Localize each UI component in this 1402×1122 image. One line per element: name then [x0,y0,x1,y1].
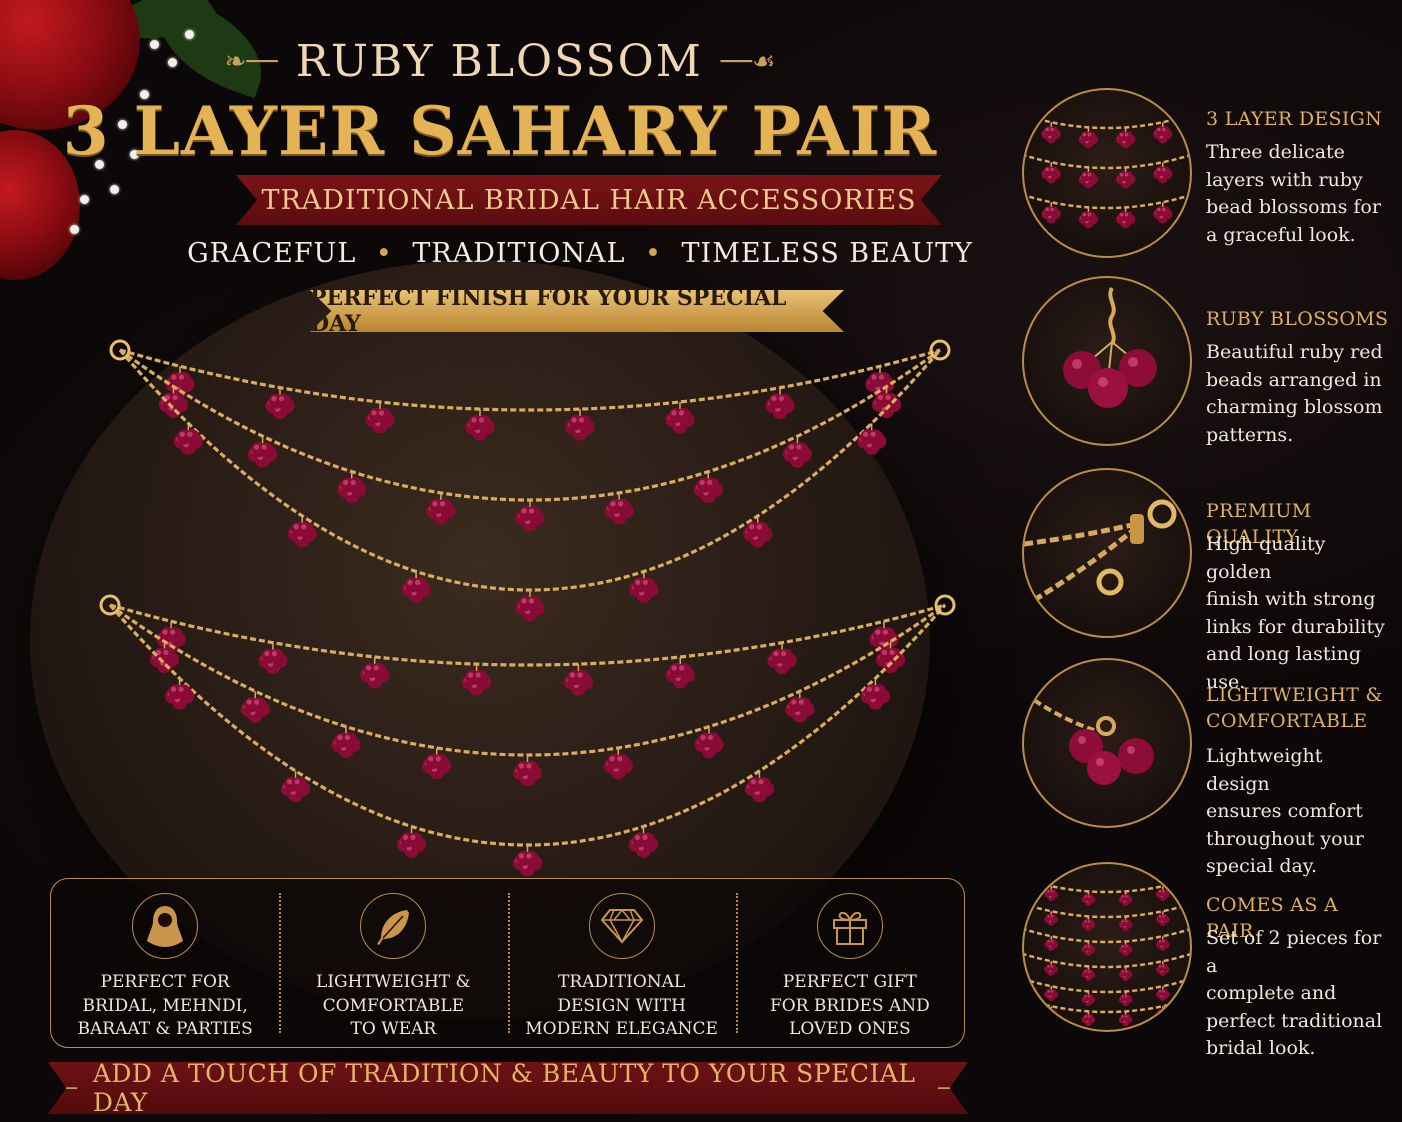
brand-row: ❧── RUBY BLOSSOM ──☙ [0,36,1000,87]
detail-layers-image [1022,88,1192,258]
features-box: PERFECT FOR BRIDAL, MEHNDI, BARAAT & PAR… [50,878,965,1048]
finish-banner: PERFECT FINISH FOR YOUR SPECIAL DAY [310,290,844,332]
feature-lightweight: LIGHTWEIGHT & COMFORTABLE TO WEAR [279,879,507,1047]
side-item-3-layer: 3 LAYER DESIGN Three delicate layers wit… [1022,88,1392,268]
feature-traditional: TRADITIONAL DESIGN WITH MODERN ELEGANCE [507,879,736,1047]
feature-text: PERFECT FOR BRIDAL, MEHNDI, BARAAT & PAR… [77,972,253,1039]
detail-drop-image [1022,658,1192,828]
flourish-right-icon: ──☙ [720,46,776,77]
feature-text: TRADITIONAL DESIGN WITH MODERN ELEGANCE [525,972,718,1039]
brand-name: RUBY BLOSSOM [295,36,703,87]
side-item-pair: COMES AS A PAIR Set of 2 pieces for a co… [1022,862,1392,1059]
gift-icon [816,893,883,959]
side-heading: RUBY BLOSSOMS [1206,308,1389,330]
feature-text: LIGHTWEIGHT & COMFORTABLE TO WEAR [316,972,471,1039]
side-body: Lightweight design ensures comfort throu… [1206,745,1364,877]
qualities-line: GRACEFUL • TRADITIONAL • TIMELESS BEAUTY [0,238,1160,269]
side-item-ruby-blossoms: RUBY BLOSSOMS Beautiful ruby red beads a… [1022,276,1392,456]
side-heading: PREMIUM QUALITY [1206,500,1312,548]
bullet-dot-icon: • [375,238,393,269]
bride-icon [132,893,199,959]
subtitle-banner: TRADITIONAL BRIDAL HAIR ACCESSORIES [236,175,942,225]
quality-timeless: TIMELESS BEAUTY [681,238,973,269]
diamond-icon [588,893,655,959]
feature-gift: PERFECT GIFT FOR BRIDES AND LOVED ONES [735,879,964,1047]
detail-clasp-image [1022,468,1192,638]
side-item-lightweight: LIGHTWEIGHT & COMFORTABLE Lightweight de… [1022,658,1392,877]
sahary-jewelry-image [99,339,956,877]
feather-icon [360,893,427,959]
detail-beads-image [1022,276,1192,446]
side-body: High quality golden finish with strong l… [1206,533,1385,693]
side-body: Set of 2 pieces for a complete and perfe… [1206,927,1383,1059]
flourish-left-icon: ❧── [224,46,278,77]
feature-bridal: PERFECT FOR BRIDAL, MEHNDI, BARAAT & PAR… [51,879,279,1047]
side-body: Three delicate layers with ruby bead blo… [1206,141,1381,246]
feature-text: PERFECT GIFT FOR BRIDES AND LOVED ONES [769,972,930,1039]
quality-graceful: GRACEFUL [187,238,357,269]
product-title: 3 LAYER SAHARY PAIR [62,92,938,170]
detail-pair-image [1022,862,1192,1032]
side-item-premium-quality: PREMIUM QUALITY High quality golden fini… [1022,468,1392,693]
side-heading: COMES AS A PAIR [1206,894,1338,942]
side-body: Beautiful ruby red beads arranged in cha… [1206,341,1383,446]
side-heading: LIGHTWEIGHT & COMFORTABLE [1206,684,1383,732]
side-heading: 3 LAYER DESIGN [1206,108,1383,130]
footer-banner: ❧─ ADD A TOUCH OF TRADITION & BEAUTY TO … [48,1062,968,1114]
quality-traditional: TRADITIONAL [412,238,626,269]
subtitle-text: TRADITIONAL BRIDAL HAIR ACCESSORIES [261,184,917,216]
footer-text: ADD A TOUCH OF TRADITION & BEAUTY TO YOU… [92,1059,916,1117]
bullet-dot-icon: • [644,238,662,269]
